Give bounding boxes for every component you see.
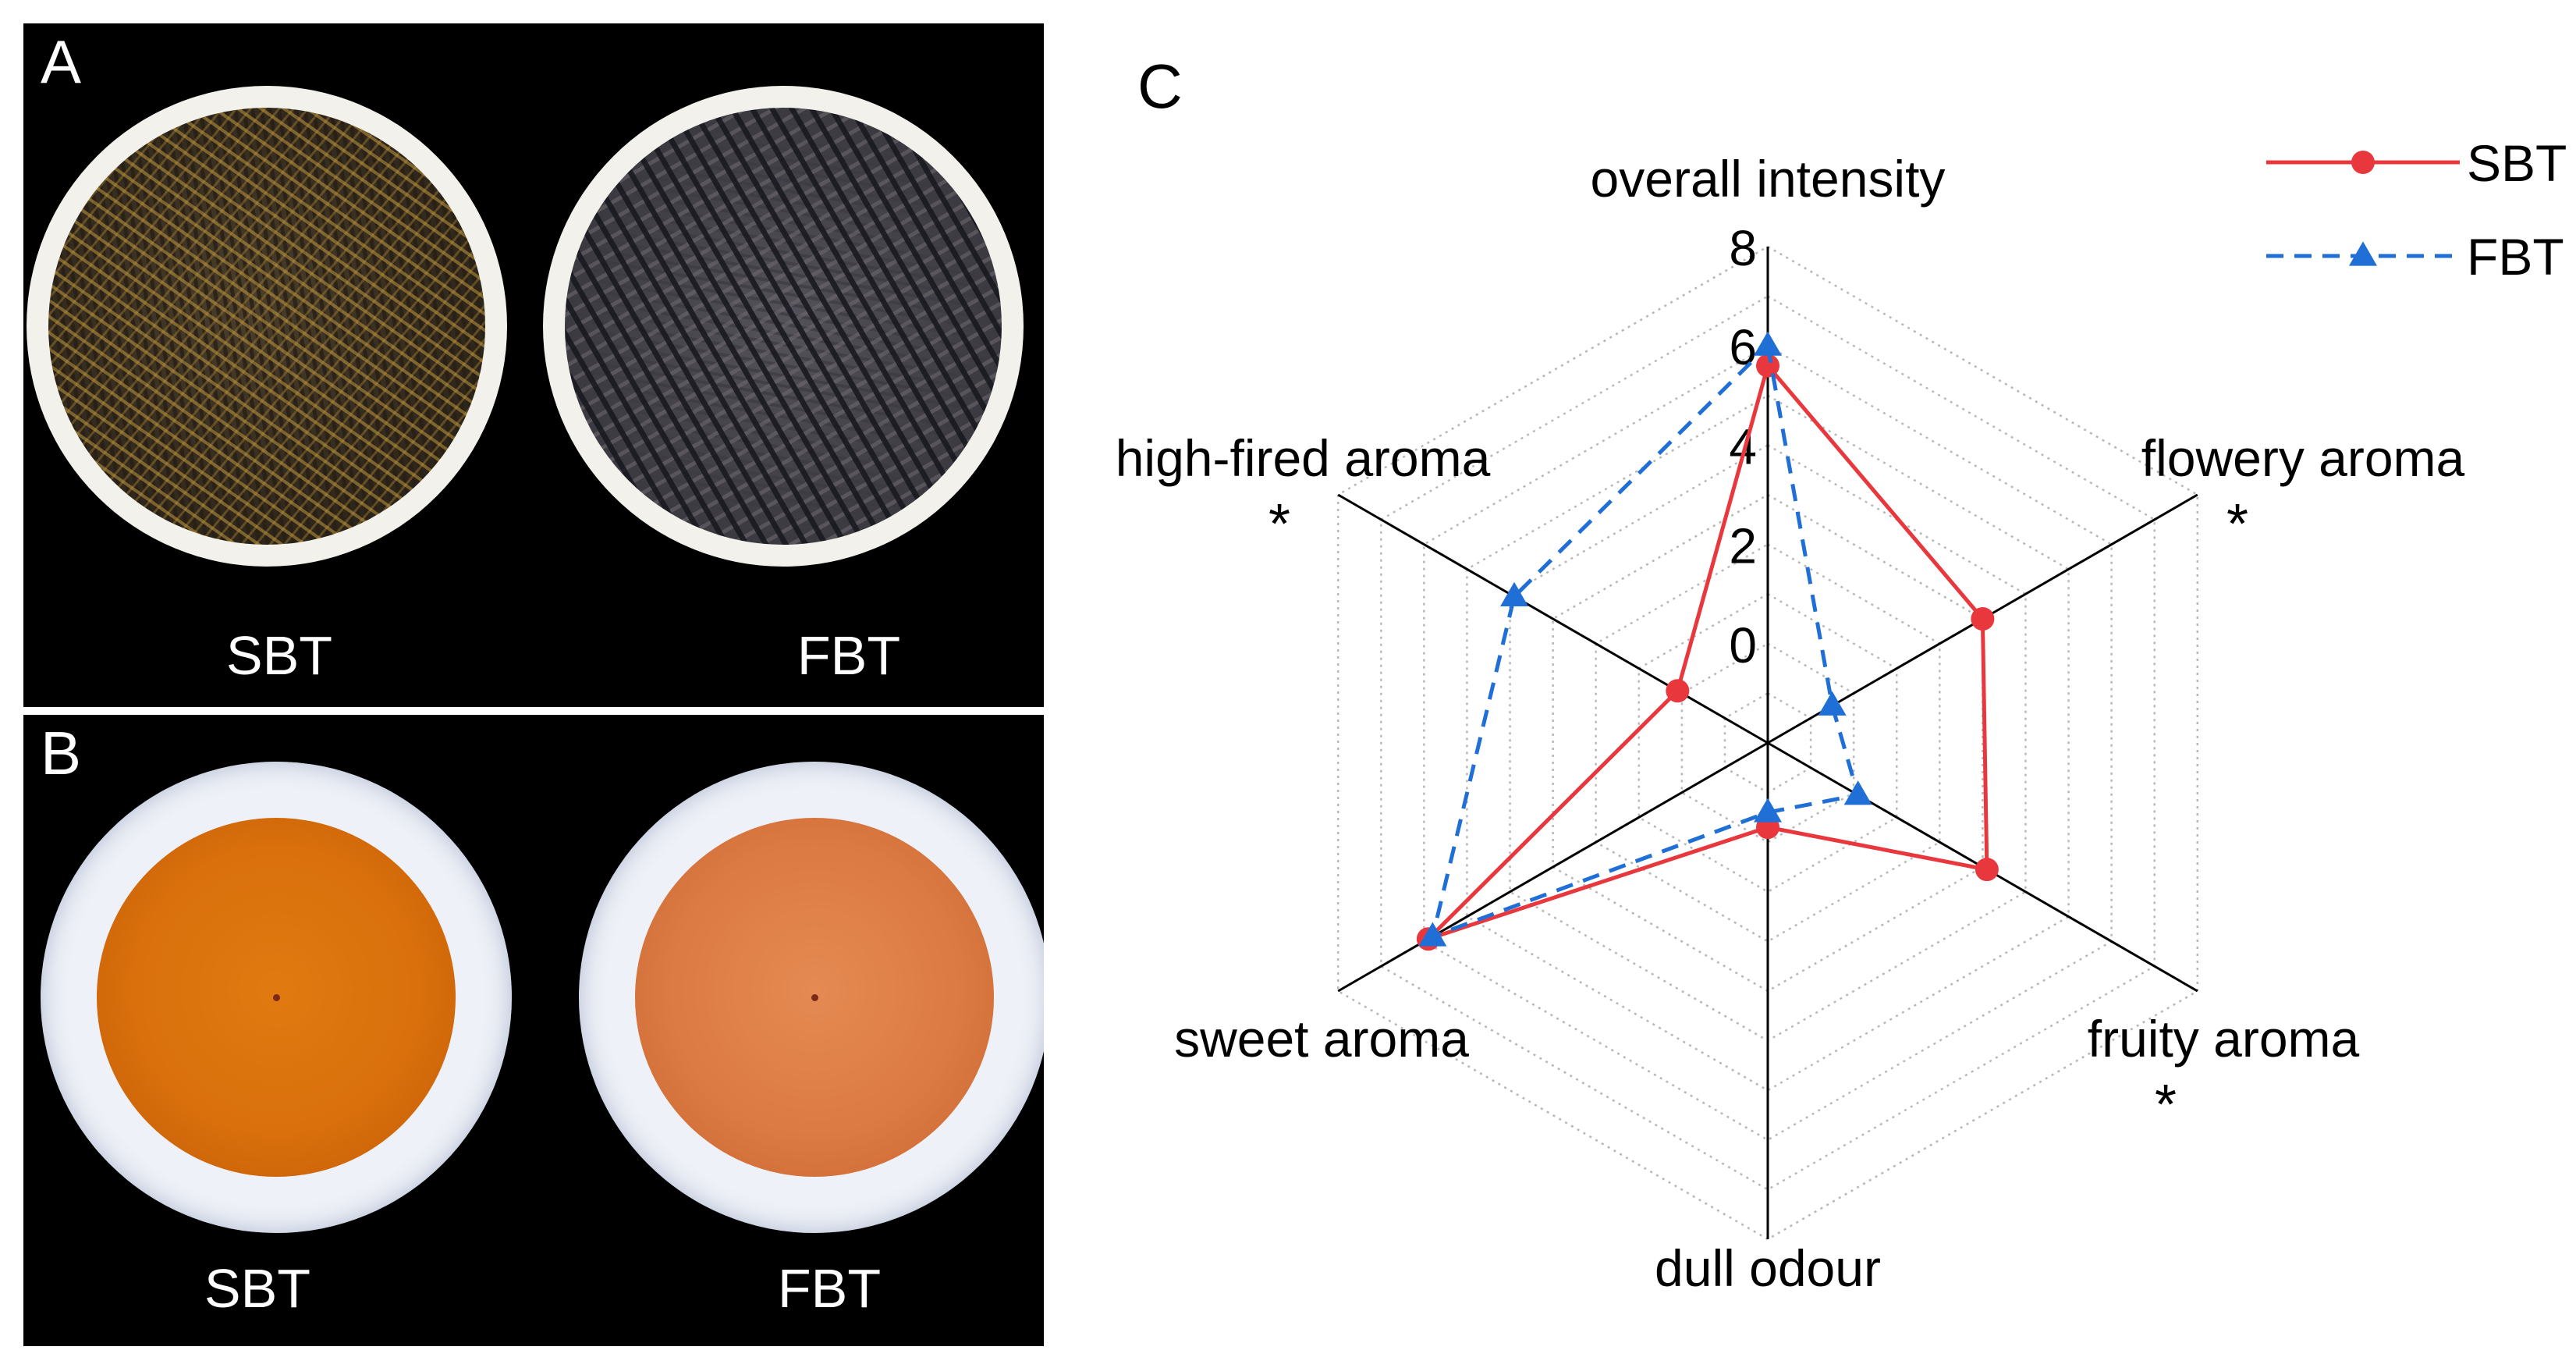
axis-labels: overall intensity flowery aroma * fruity ar… — [1116, 150, 2465, 1297]
plate-sbt-leaves — [27, 86, 507, 567]
data-point-fbt — [1418, 922, 1447, 947]
data-point-sbt — [1971, 607, 1995, 631]
axis-label: flowery aroma — [2141, 429, 2465, 487]
panel-letter-a: A — [41, 27, 82, 96]
axis-label: high-fired aroma — [1116, 429, 1491, 487]
fbt-liquor-speck — [811, 994, 818, 1001]
series-line-sbt — [1426, 364, 1989, 941]
data-point-fbt — [1500, 581, 1529, 606]
cup-sbt — [41, 762, 512, 1233]
axis-label: sweet aroma — [1174, 1010, 1469, 1068]
panel-b-tea-liquor: B SBT FBT — [23, 715, 1044, 1346]
fbt-liquor-image — [635, 818, 994, 1177]
axis-line — [1337, 741, 1769, 993]
data-point-sbt — [1666, 679, 1690, 703]
legend-marker-sbt — [2351, 151, 2375, 174]
series-line-fbt — [1430, 343, 1861, 939]
fbt-leaves-image — [565, 108, 1002, 545]
data-point-fbt — [1754, 331, 1782, 356]
data-point-fbt — [1843, 780, 1872, 805]
panel-a-label-fbt: FBT — [797, 625, 901, 686]
panel-a-dry-leaves: A SBT FBT — [23, 23, 1044, 707]
radar-series — [1416, 331, 1999, 951]
axis-label: fruity aroma — [2088, 1010, 2360, 1068]
radial-tick-label: 0 — [1729, 617, 1757, 673]
radial-tick-label: 8 — [1729, 220, 1757, 276]
axis-label: dull odour — [1655, 1239, 1881, 1297]
radial-tick-label: 2 — [1729, 518, 1757, 574]
significance-marker: * — [2227, 493, 2248, 556]
cup-fbt — [579, 762, 1044, 1233]
sbt-leaves-image — [48, 108, 485, 545]
panel-letter-c: C — [1137, 52, 1183, 121]
panel-b-label-fbt: FBT — [777, 1258, 882, 1319]
plate-fbt-leaves — [543, 86, 1024, 567]
axis-line — [1337, 493, 1769, 744]
panel-letter-b: B — [41, 719, 82, 787]
data-point-sbt — [1756, 354, 1779, 378]
significance-marker: * — [1268, 493, 1290, 556]
legend-label-fbt: FBT — [2467, 228, 2564, 286]
panel-b-label-sbt: SBT — [204, 1258, 311, 1319]
data-point-sbt — [1975, 858, 1999, 882]
sbt-liquor-image — [97, 818, 456, 1177]
significance-marker: * — [2155, 1074, 2177, 1136]
data-point-fbt — [1818, 691, 1847, 716]
legend: SBT FBT — [2266, 134, 2567, 286]
data-point-fbt — [1754, 798, 1782, 823]
axis-label: overall intensity — [1591, 150, 1946, 208]
legend-label-sbt: SBT — [2467, 134, 2567, 192]
legend-marker-fbt — [2349, 241, 2377, 266]
sbt-liquor-speck — [273, 994, 280, 1001]
radial-tick-label: 6 — [1729, 319, 1757, 375]
panel-a-label-sbt: SBT — [225, 625, 333, 686]
